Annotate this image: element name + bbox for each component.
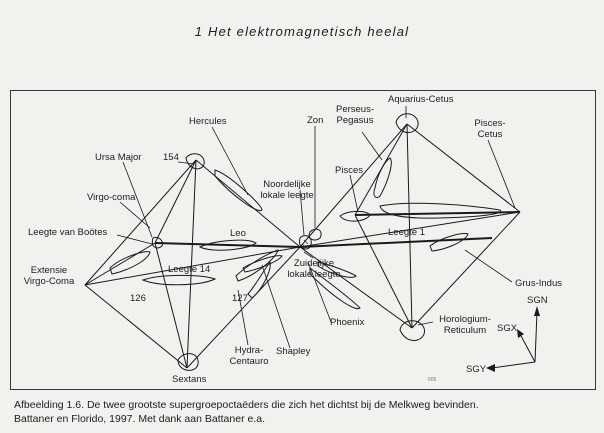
label-sgx: SGX (497, 323, 518, 334)
caption-line-2: Battaner en Florido, 1997. Met dank aan … (14, 413, 265, 425)
label-sgn: SGN (527, 295, 548, 306)
label-leegte-1: Leegte 1 (388, 227, 425, 238)
label-zuidelijke-lokale-leegte: Zuidelijke lokale leegte (287, 258, 341, 280)
label-126: 126 (130, 293, 146, 304)
label-pisces-cetus: Pisces- Cetus (474, 118, 506, 140)
label-leo: Leo (230, 228, 246, 239)
figure-frame (10, 90, 596, 390)
label-horologium-reticulum: Horologium- Reticulum (439, 314, 491, 336)
page-header: 1 Het elektromagnetisch heelal (194, 24, 410, 39)
label-grus-indus: Grus-Indus (515, 278, 562, 289)
label-127: 127 (232, 293, 248, 304)
label-154: 154 (163, 152, 179, 163)
label-leegte-14: Leegte 14 (168, 264, 211, 275)
label-zon: Zon (307, 115, 324, 126)
label-virgo-coma: Virgo-coma (87, 192, 136, 203)
stray-mark: 005 (428, 377, 437, 383)
figure-caption: Afbeelding 1.6. De twee grootste supergr… (14, 398, 594, 426)
label-pisces: Pisces (335, 165, 363, 176)
label-perseus-pegasus: Perseus- Pegasus (335, 104, 374, 126)
label-sextans: Sextans (172, 374, 207, 385)
label-hercules: Hercules (189, 116, 227, 127)
label-aquarius-cetus: Aquarius-Cetus (388, 94, 454, 105)
label-shapley: Shapley (276, 346, 311, 357)
label-leegte-van-bootes: Leegte van Boötes (28, 227, 108, 238)
caption-line-1: Afbeelding 1.6. De twee grootste supergr… (14, 399, 479, 411)
label-ursa-major: Ursa Major (95, 152, 142, 163)
label-hydra-centauro: Hydra- Centauro (229, 345, 269, 367)
label-sgy: SGY (466, 364, 487, 375)
label-extensie-virgo-coma: Extensie Virgo-Coma (23, 265, 75, 287)
label-phoenix: Phoenix (330, 317, 365, 328)
label-noordelijke-lokale-leegte: Noordelijke lokale leegte (260, 179, 314, 201)
